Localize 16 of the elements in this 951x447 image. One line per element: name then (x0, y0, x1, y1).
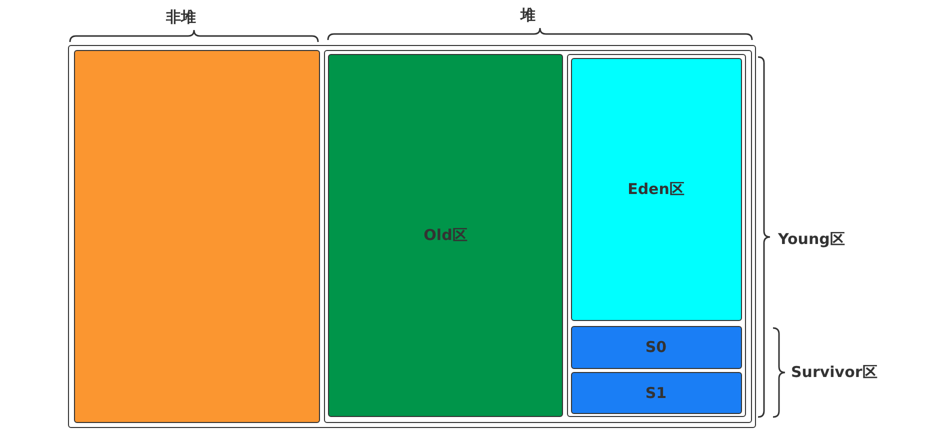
memory-area-box (68, 45, 756, 428)
bracket-label: Survivor区 (791, 363, 878, 382)
bracket-label: 非堆 (166, 8, 196, 27)
memory-region-box (570, 326, 742, 368)
memory-region-box (570, 372, 742, 414)
memory-region-box (570, 58, 742, 320)
region-label: S0 (645, 338, 667, 356)
memory-region-box (328, 54, 563, 417)
bracket-label: Young区 (778, 230, 845, 249)
memory-area-box (74, 50, 320, 422)
bracket-label: 堆 (520, 6, 536, 25)
region-label: Old区 (424, 226, 468, 245)
region-label: S1 (645, 384, 667, 402)
memory-area-box (324, 50, 752, 422)
memory-area-box (567, 54, 746, 417)
region-label: Eden区 (628, 180, 684, 198)
